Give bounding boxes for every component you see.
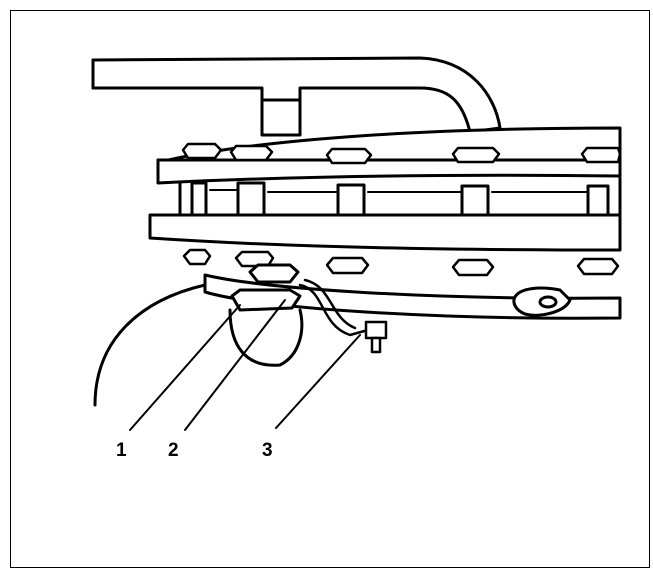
- callout-label-3: 3: [262, 440, 273, 461]
- leader-2: [184, 299, 286, 431]
- upper-flange: [156, 158, 622, 185]
- callout-label-2: 2: [168, 440, 179, 461]
- lifting-handle: [91, 56, 502, 137]
- leader-1: [129, 304, 241, 431]
- callout-label-1: 1: [116, 440, 127, 461]
- top-cover: [158, 126, 622, 164]
- flange-spacer: [178, 176, 622, 221]
- bottom-bolts: [182, 248, 620, 277]
- lower-flange: [148, 213, 622, 252]
- top-bolts: [181, 142, 622, 165]
- tank-dome: [93, 283, 207, 407]
- drain-plug: [228, 263, 304, 367]
- leader-3: [275, 334, 361, 429]
- figure-frame: [10, 10, 650, 568]
- earthing-wire: [298, 278, 388, 354]
- callout-leaders: [129, 299, 361, 431]
